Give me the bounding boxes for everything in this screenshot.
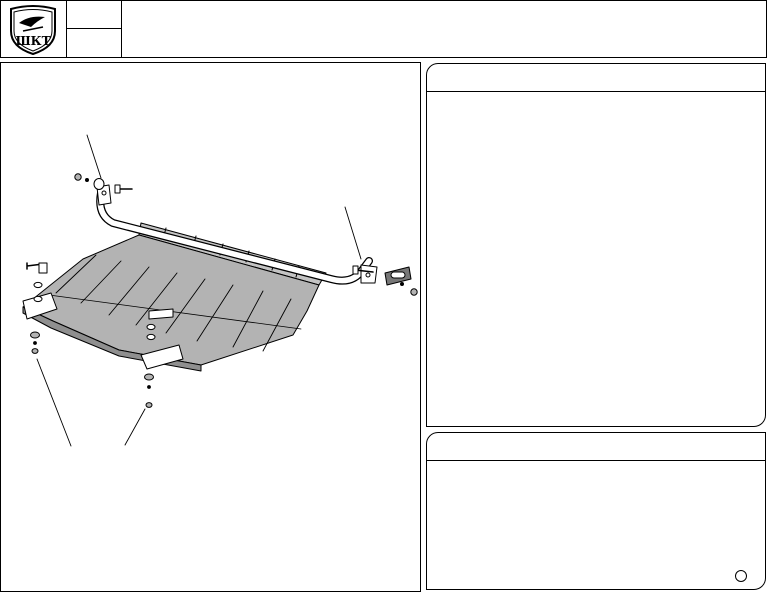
leader-line-bolt-right	[344, 206, 362, 260]
code-cell-top	[67, 1, 122, 29]
instructions-panel	[426, 63, 766, 427]
bracket-hole-icon	[101, 190, 107, 196]
document-title	[122, 1, 766, 57]
plate-front-edge	[22, 306, 202, 372]
mount-bracket-front-right	[140, 344, 184, 370]
side-mount-slot-icon	[390, 271, 406, 279]
washer-icon	[93, 178, 105, 190]
assembly-drawing-frame	[0, 62, 421, 592]
washer-icon	[33, 295, 43, 303]
parts-panel-heading	[427, 433, 765, 461]
bolt-head-icon	[352, 265, 359, 275]
skid-plate-assembly-drawing	[22, 134, 418, 447]
nut-icon	[31, 348, 39, 354]
spring-washer-icon	[85, 178, 89, 182]
parts-panel-body	[427, 461, 765, 589]
leader-line-left-fasteners	[36, 358, 72, 447]
leader-line-washer	[86, 134, 102, 179]
mount-bracket-center	[148, 308, 174, 320]
logo-cell: ШКТ	[1, 1, 67, 57]
shield-logo-icon: ШКТ	[10, 5, 56, 56]
washer-icon	[30, 331, 40, 339]
washer-icon	[33, 281, 43, 289]
plate-cross-rib	[48, 294, 302, 330]
nut-icon	[74, 173, 82, 181]
parts-panel	[426, 432, 766, 590]
nut-icon	[145, 402, 153, 408]
washer-icon	[146, 323, 156, 331]
washer-icon	[146, 333, 156, 341]
spring-washer-icon	[147, 385, 151, 389]
instructions-panel-heading	[427, 64, 765, 92]
bracket-hole-icon	[365, 272, 371, 278]
bolt-head-icon	[38, 262, 48, 274]
logo-text: ШКТ	[15, 34, 50, 48]
mount-bracket-front-left	[22, 292, 58, 320]
code-cell-bottom	[67, 29, 122, 57]
leader-line-center-fasteners	[124, 408, 146, 446]
skid-plate	[22, 234, 320, 366]
front-bar	[97, 190, 372, 284]
spring-washer-icon	[33, 341, 37, 345]
washer-icon	[144, 373, 154, 381]
instructions-panel-body	[427, 92, 765, 426]
title-block: ШКТ	[0, 0, 767, 58]
circle-mark-icon	[735, 570, 747, 582]
plate-stamped-ribs	[55, 254, 292, 352]
bolt-head-icon	[114, 184, 121, 194]
spring-washer-icon	[400, 282, 404, 286]
nut-icon	[410, 288, 418, 296]
